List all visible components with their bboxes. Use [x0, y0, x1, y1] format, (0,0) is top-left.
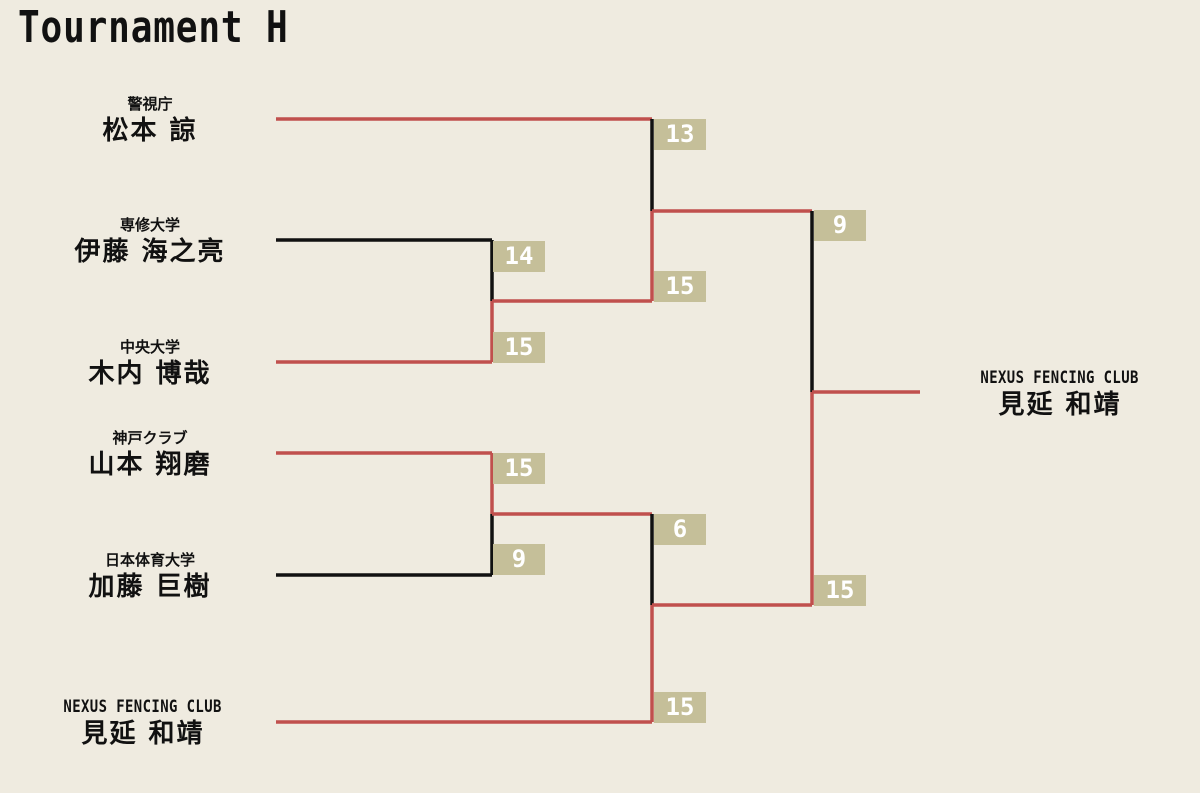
- player-name: 松本 諒: [102, 116, 198, 146]
- champion: NEXUS FENCING CLUB 見延 和靖: [910, 368, 1200, 422]
- page-title: Tournament H: [18, 2, 289, 53]
- player-club: 中央大学: [119, 338, 180, 356]
- score-sf-bottom: 15: [814, 575, 866, 606]
- champion-name: 見延 和靖: [998, 390, 1122, 420]
- player-club: 警視庁: [127, 95, 173, 113]
- score-qf2-bottom: 15: [654, 692, 706, 723]
- player-6: NEXUS FENCING CLUB 見延 和靖: [0, 697, 293, 751]
- player-name: 見延 和靖: [81, 719, 205, 749]
- player-club: 日本体育大学: [104, 551, 195, 569]
- score-sf-top: 9: [814, 210, 866, 241]
- player-name: 山本 翔磨: [88, 450, 212, 480]
- score-qf1-bottom: 15: [654, 271, 706, 302]
- score-r1-m2-bottom: 9: [493, 544, 545, 575]
- player-3: 中央大学 木内 博哉: [0, 337, 300, 391]
- score-qf2-top: 6: [654, 514, 706, 545]
- player-2: 専修大学 伊藤 海之亮: [0, 215, 300, 269]
- player-club: 専修大学: [119, 216, 180, 234]
- player-club: NEXUS FENCING CLUB: [63, 697, 223, 717]
- player-name: 木内 博哉: [88, 359, 212, 389]
- player-club: 神戸クラブ: [112, 429, 188, 447]
- player-5: 日本体育大学 加藤 巨樹: [0, 550, 300, 604]
- player-1: 警視庁 松本 諒: [0, 94, 300, 148]
- score-r1-m1-bottom: 15: [493, 332, 545, 363]
- score-r1-m2-top: 15: [493, 453, 545, 484]
- player-4: 神戸クラブ 山本 翔磨: [0, 428, 300, 482]
- player-name: 加藤 巨樹: [88, 572, 212, 602]
- player-name: 伊藤 海之亮: [74, 237, 226, 267]
- score-qf1-top: 13: [654, 119, 706, 150]
- champion-club: NEXUS FENCING CLUB: [980, 368, 1140, 388]
- score-r1-m1-top: 14: [493, 241, 545, 272]
